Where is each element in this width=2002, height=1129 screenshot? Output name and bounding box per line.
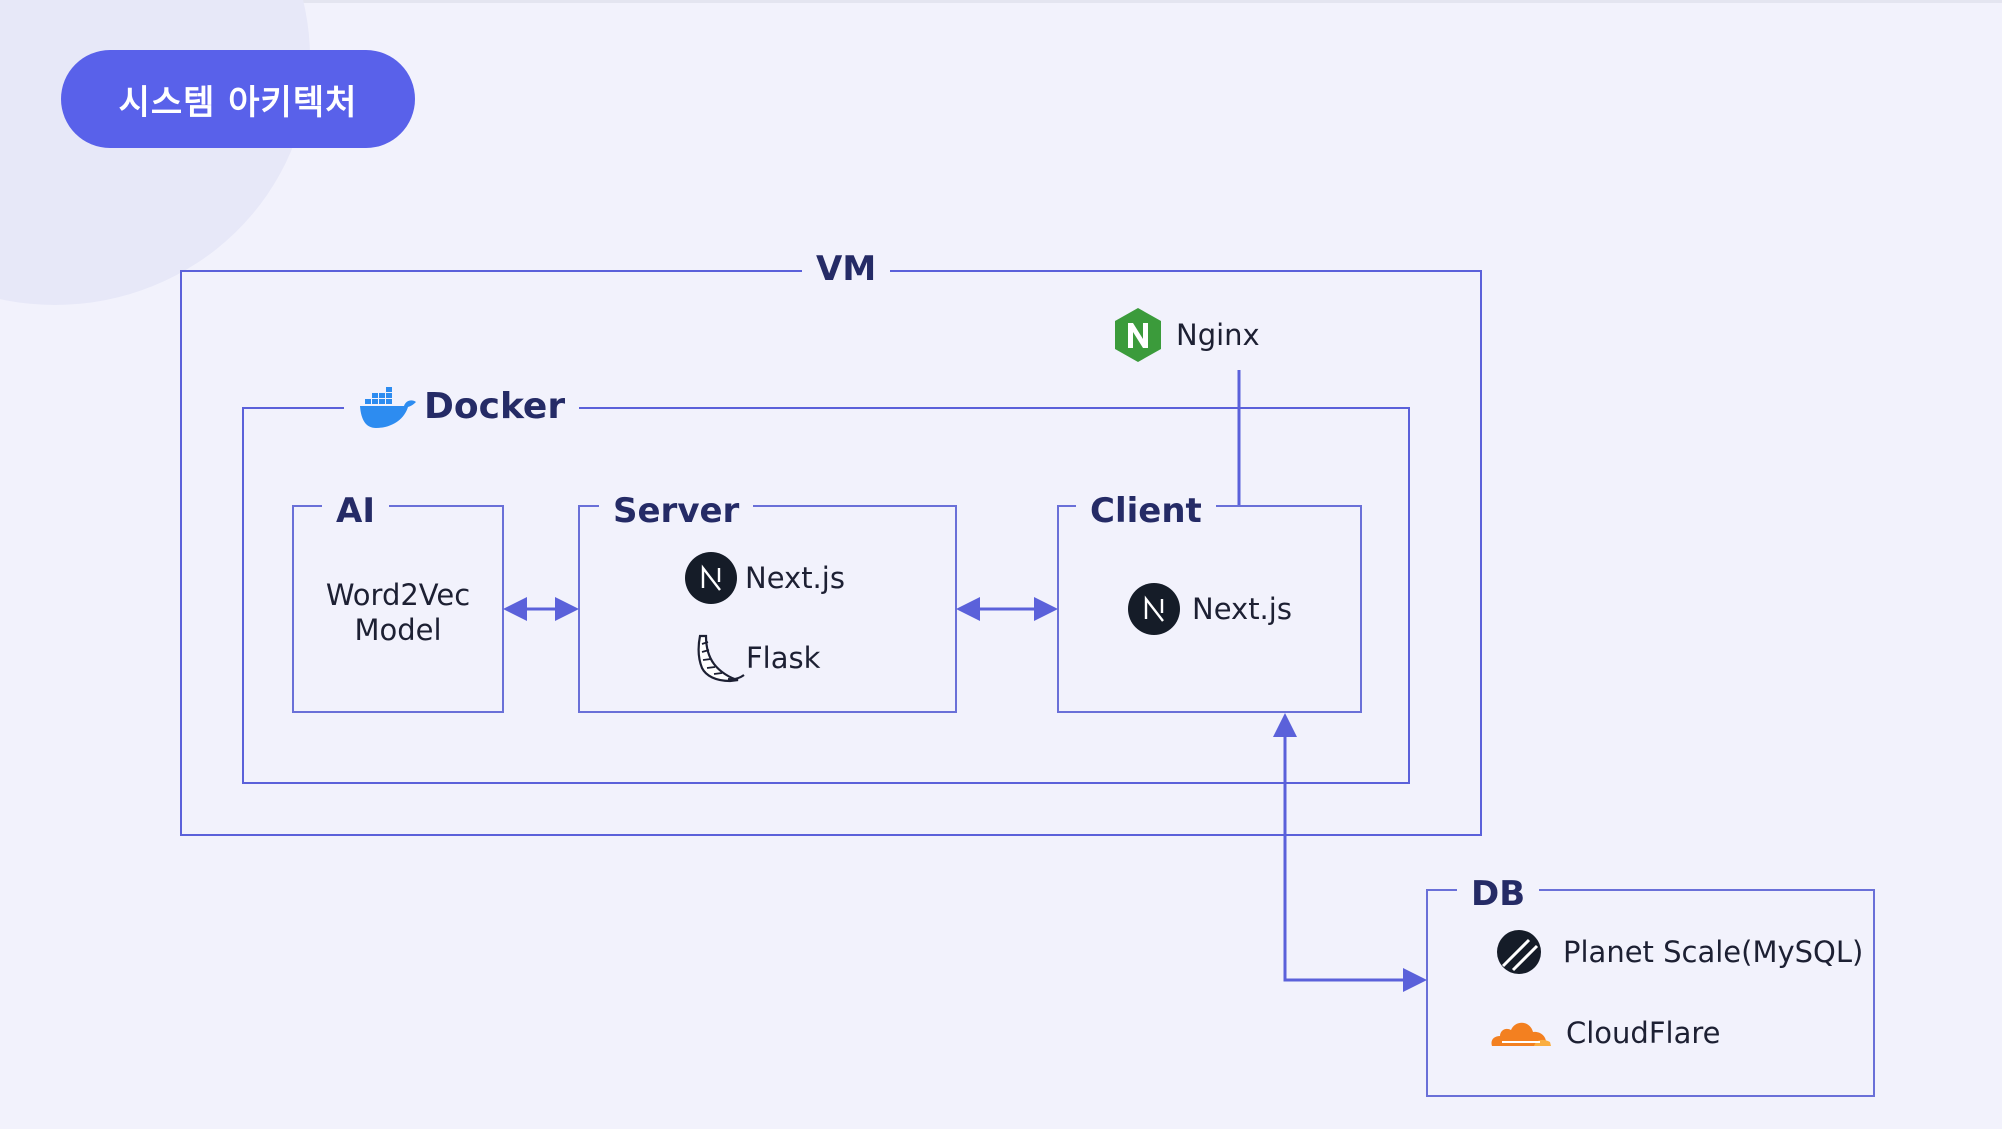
client-nextjs-label: Next.js [1192,592,1292,626]
db-cloudflare-label: CloudFlare [1566,1016,1721,1050]
server-label: Server [599,494,754,528]
nginx-icon [1115,308,1161,362]
slide-title-pill: 시스템 아키텍처 [61,50,415,148]
server-flask-item: Flask [690,632,820,684]
docker-label: Docker [424,386,566,427]
ai-model-line2: Model [354,613,442,647]
server-nextjs-item: Next.js [685,552,845,604]
db-cloudflare-item: CloudFlare [1488,1016,1720,1050]
db-planetscale-item: Planet Scale(MySQL) [1495,928,1863,976]
vm-label: VM [802,252,891,286]
db-planetscale-label: Planet Scale(MySQL) [1563,935,1864,969]
ai-model-text: Word2Vec Model [292,578,504,648]
planetscale-icon [1497,930,1541,974]
docker-label-group: Docker [344,384,580,430]
top-edge [0,0,2002,3]
flask-icon [697,634,745,683]
ai-label: AI [322,494,389,528]
db-label: DB [1457,877,1540,911]
cloudflare-icon [1491,1022,1551,1046]
nextjs-icon [685,552,737,604]
server-nextjs-label: Next.js [745,561,845,595]
ai-model-line1: Word2Vec [325,578,471,612]
nginx-node: Nginx [1112,306,1260,364]
client-label: Client [1076,494,1216,528]
db-box [1426,889,1875,1097]
slide-title: 시스템 아키텍처 [118,82,358,123]
client-nextjs-item: Next.js [1128,583,1292,635]
server-flask-label: Flask [746,641,821,675]
decorative-circle [0,0,310,305]
nginx-label: Nginx [1176,318,1260,352]
nextjs-icon [1128,583,1180,635]
docker-box [242,407,1410,784]
docker-icon [360,387,416,428]
